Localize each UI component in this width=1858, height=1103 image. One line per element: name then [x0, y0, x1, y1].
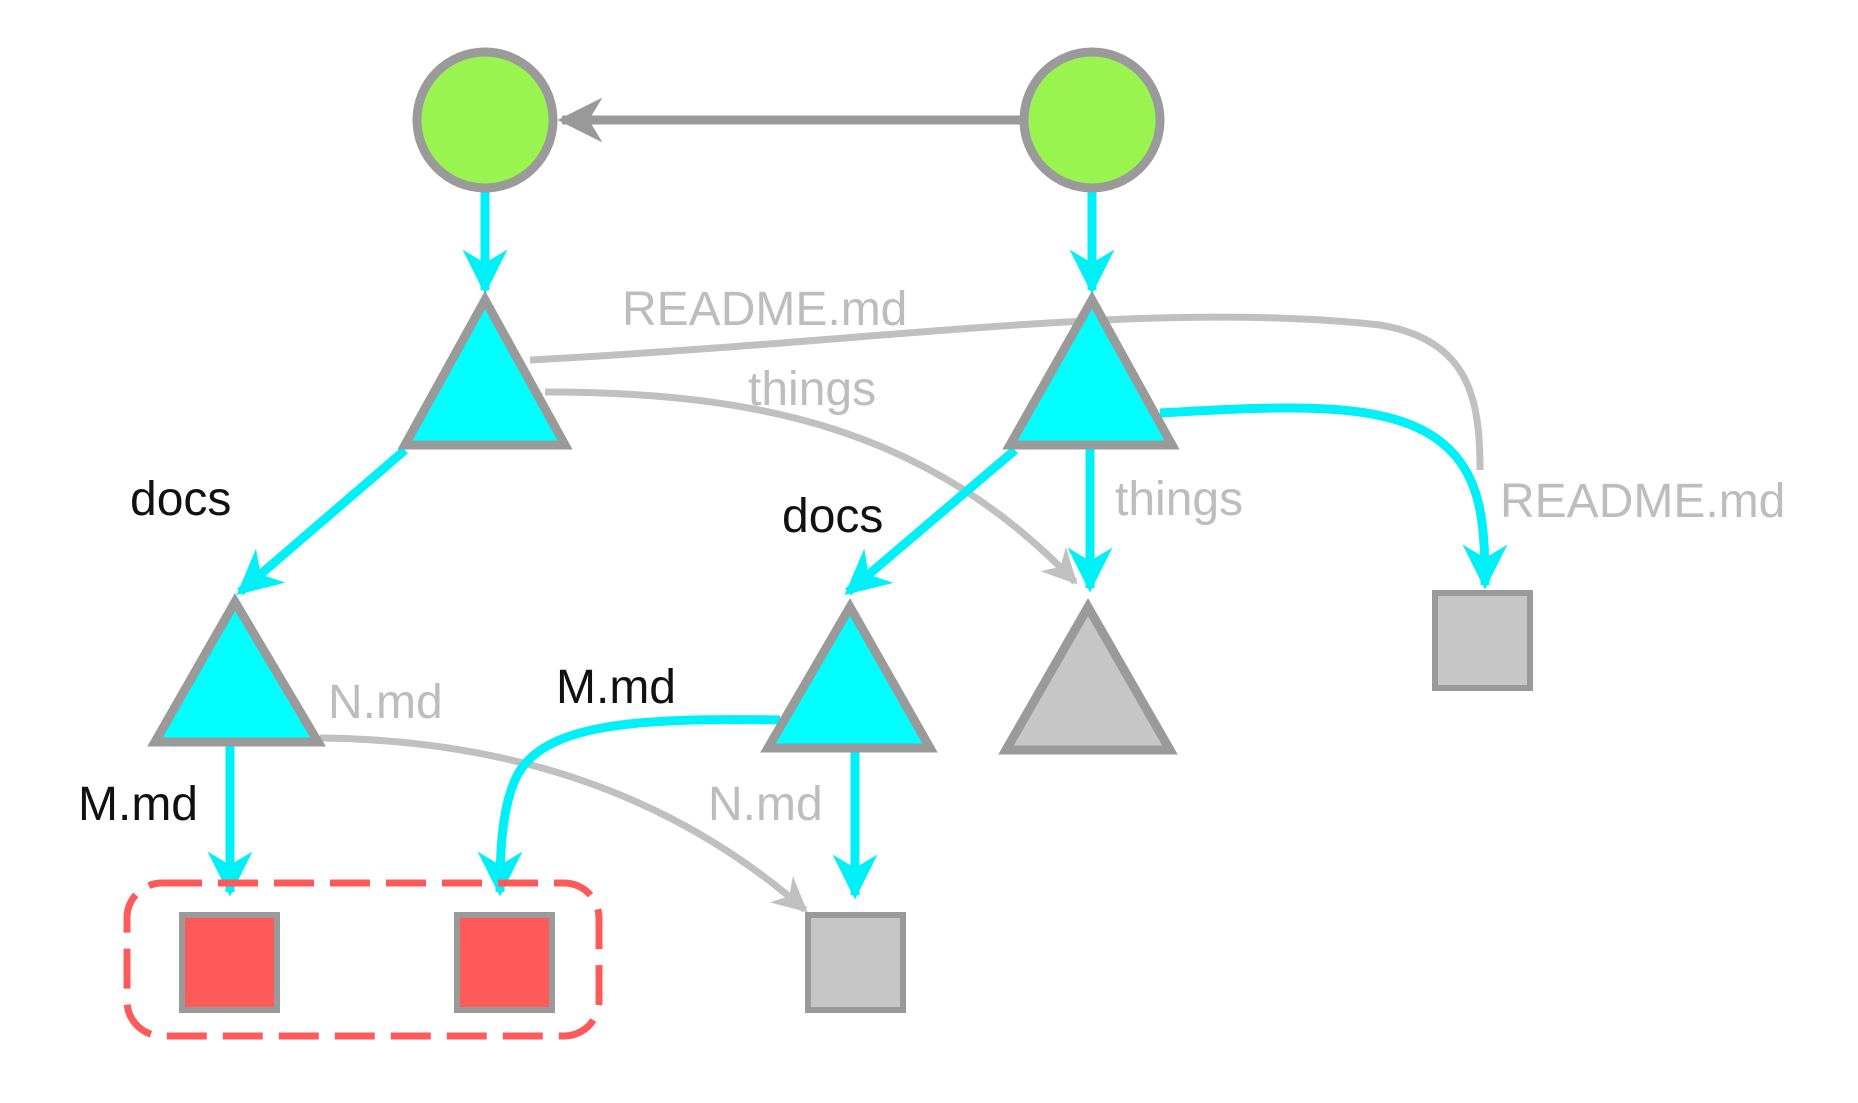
- label-left-docs-mmd: M.md: [78, 778, 198, 831]
- blob-node-readme[interactable]: [1432, 590, 1533, 691]
- tree-node-left-docs[interactable]: [147, 593, 326, 747]
- edge-left-docs-nmd: [319, 734, 808, 913]
- blob-node-n[interactable]: [805, 912, 906, 1013]
- label-right-tree-readme: README.md: [1500, 475, 1785, 528]
- blob-node-m-right[interactable]: [454, 912, 555, 1013]
- label-left-tree-things: things: [748, 363, 876, 416]
- commit-node-right[interactable]: [1019, 47, 1165, 193]
- highlight-group-box: [123, 879, 603, 1040]
- edge-left-tree-things: [544, 388, 1078, 585]
- edge-right-tree-readme: [1159, 403, 1508, 590]
- label-right-docs-nmd: N.md: [708, 778, 823, 831]
- label-right-tree-things: things: [1115, 473, 1243, 526]
- edge-right-tree-docs: [844, 446, 1018, 596]
- tree-node-left-root[interactable]: [397, 290, 573, 450]
- tree-node-right-docs[interactable]: [760, 597, 938, 753]
- edge-left-tree-readme: [529, 313, 1484, 471]
- tree-node-right-root[interactable]: [1002, 290, 1180, 450]
- edge-right-docs-mmd: [477, 715, 781, 897]
- label-left-docs-nmd: N.md: [328, 676, 443, 729]
- label-right-tree-docs: docs: [782, 490, 883, 543]
- commit-node-left[interactable]: [412, 47, 558, 193]
- tree-node-things[interactable]: [998, 597, 1178, 755]
- label-left-tree-readme: README.md: [622, 283, 907, 336]
- blob-node-m-left[interactable]: [179, 912, 280, 1013]
- edge-left-tree-docs: [236, 446, 408, 596]
- label-right-docs-mmd: M.md: [556, 661, 676, 714]
- label-left-tree-docs: docs: [130, 473, 231, 526]
